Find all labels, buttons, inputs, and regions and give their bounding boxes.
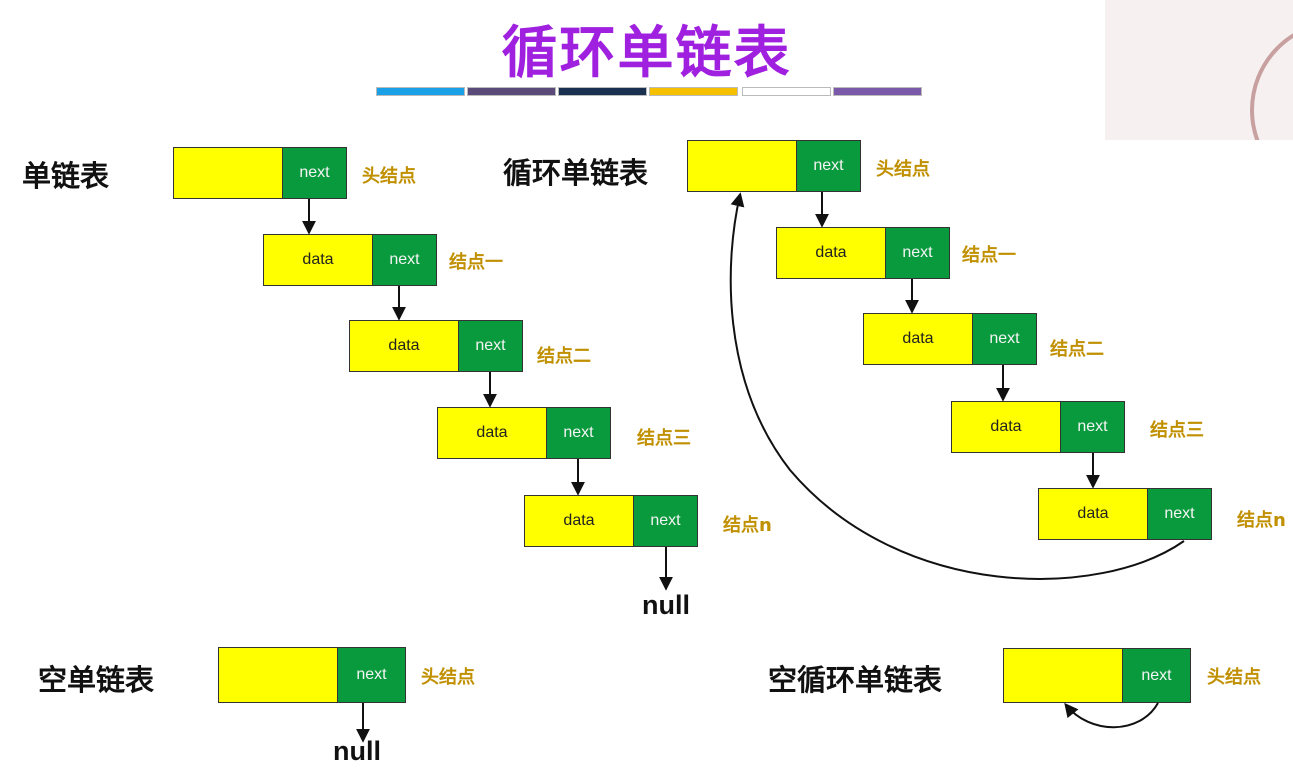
empty-node-head: next bbox=[218, 647, 406, 703]
node-data-field: data bbox=[1038, 488, 1148, 540]
circ-node-n: data next bbox=[1038, 488, 1212, 540]
node-data-field: data bbox=[951, 401, 1061, 453]
null-label: null bbox=[642, 590, 690, 620]
node-next-field: next bbox=[634, 495, 698, 547]
node-2: data next bbox=[349, 320, 523, 372]
node-next-field: next bbox=[973, 313, 1037, 365]
node-data-field bbox=[218, 647, 338, 703]
circ-node-head: next bbox=[687, 140, 861, 192]
node-label-n: 结点n bbox=[723, 515, 772, 536]
node-label-2: 结点二 bbox=[537, 346, 591, 367]
node-data-field: data bbox=[349, 320, 459, 372]
node-data-field: data bbox=[863, 313, 973, 365]
node-next-field: next bbox=[1061, 401, 1125, 453]
node-data-field bbox=[1003, 648, 1123, 703]
circ-node-label-2: 结点二 bbox=[1050, 339, 1104, 360]
section-label-empty-circular: 空循环单链表 bbox=[768, 663, 943, 697]
node-next-field: next bbox=[459, 320, 523, 372]
node-data-field bbox=[687, 140, 797, 192]
color-bar-segment bbox=[558, 87, 647, 96]
node-next-field: next bbox=[338, 647, 406, 703]
empty-circ-node-head: next bbox=[1003, 648, 1191, 703]
node-data-field: data bbox=[776, 227, 886, 279]
seal-area bbox=[1105, 0, 1293, 140]
color-bar-segment bbox=[742, 87, 831, 96]
node-next-field: next bbox=[283, 147, 347, 199]
empty-circ-node-label-head: 头结点 bbox=[1207, 667, 1261, 688]
section-label-circular: 循环单链表 bbox=[503, 156, 649, 190]
color-bar-segment bbox=[833, 87, 922, 96]
circ-node-label-head: 头结点 bbox=[876, 159, 930, 180]
node-next-field: next bbox=[1148, 488, 1212, 540]
circ-node-3: data next bbox=[951, 401, 1125, 453]
node-label-1: 结点一 bbox=[449, 252, 503, 273]
node-next-field: next bbox=[886, 227, 950, 279]
node-1: data next bbox=[263, 234, 437, 286]
circ-node-2: data next bbox=[863, 313, 1037, 365]
arrow-empty-circ-self bbox=[1064, 702, 1159, 729]
node-data-field bbox=[173, 147, 283, 199]
node-next-field: next bbox=[797, 140, 861, 192]
circ-node-label-n: 结点n bbox=[1237, 510, 1286, 531]
circ-node-label-1: 结点一 bbox=[962, 245, 1016, 266]
circ-node-1: data next bbox=[776, 227, 950, 279]
empty-node-label-head: 头结点 bbox=[421, 667, 475, 688]
color-bar-segment bbox=[376, 87, 465, 96]
section-label-empty-single: 空单链表 bbox=[38, 663, 155, 697]
node-head: next bbox=[173, 147, 347, 199]
node-next-field: next bbox=[547, 407, 611, 459]
color-bar-segment bbox=[467, 87, 556, 96]
node-next-field: next bbox=[373, 234, 437, 286]
section-label-single: 单链表 bbox=[22, 159, 110, 193]
page-title: 循环单链表 bbox=[501, 21, 792, 86]
node-label-3: 结点三 bbox=[637, 428, 691, 449]
circ-node-label-3: 结点三 bbox=[1150, 420, 1204, 441]
color-bar-segment bbox=[649, 87, 738, 96]
node-label-head: 头结点 bbox=[362, 166, 416, 187]
arrow-circ-noden-to-head bbox=[729, 192, 1185, 580]
node-data-field: data bbox=[263, 234, 373, 286]
node-next-field: next bbox=[1123, 648, 1191, 703]
